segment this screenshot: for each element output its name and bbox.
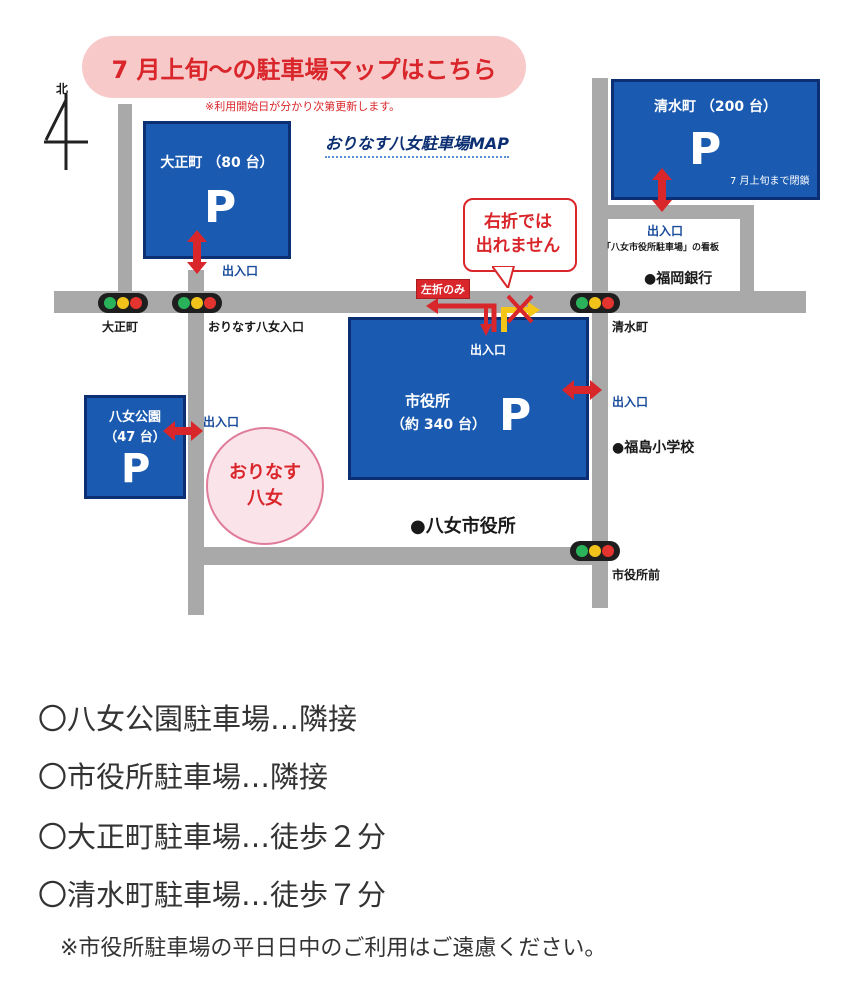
taisho-lot-capacity: （80 台） xyxy=(207,155,274,171)
shimizu-lot-name: 清水町 （200 台） xyxy=(614,96,817,116)
footnote: ※市役所駐車場の平日日中のご利用はご遠慮ください。 xyxy=(60,936,607,961)
shimizu-entrance-label: 出入口 xyxy=(647,224,684,238)
intersection-orinasu-label: おりなす八女入口 xyxy=(208,320,305,334)
landmark-school: ●福島小学校 xyxy=(612,440,695,456)
city-hall-lot-name: 市役所 xyxy=(405,392,451,410)
traffic-signal-icon xyxy=(172,293,222,313)
parking-p-icon: P xyxy=(499,390,532,441)
yame-park-lot-name: 八女公園 xyxy=(108,410,161,425)
shimizu-lot-label: 清水町 xyxy=(654,99,696,115)
shimizu-parking-lot[interactable]: 清水町 （200 台） P 7 月上旬まで閉鎖 xyxy=(611,79,820,200)
taisho-entrance-label: 出入口 xyxy=(222,264,259,278)
signboard-label: 「八女市役所駐車場」の看板 xyxy=(602,243,720,253)
shimizu-lot-capacity: （200 台） xyxy=(700,99,777,115)
shimizu-closed-note: 7 月上旬まで閉鎖 xyxy=(730,176,810,187)
yame-park-parking-lot[interactable]: 八女公園 （47 台） P xyxy=(84,395,186,499)
intersection-shimizu-label: 清水町 xyxy=(612,320,649,334)
compass-icon xyxy=(44,94,88,170)
callout-pointer-icon xyxy=(492,266,516,288)
note-yame-park: 〇八女公園駐車場…隣接 xyxy=(38,702,358,736)
road-taisho-north xyxy=(118,104,132,294)
shimizu-entrance-arrow-icon xyxy=(652,168,672,212)
taisho-parking-lot[interactable]: 大正町 （80 台） P xyxy=(143,121,291,259)
landmark-city-hall: ●八女市役所 xyxy=(410,516,516,537)
parking-p-icon: P xyxy=(121,446,151,492)
no-right-turn-line1: 右折では xyxy=(484,212,552,232)
city-hall-top-entrance-label: 出入口 xyxy=(470,343,507,357)
intersection-city-hall-front-label: 市役所前 xyxy=(612,568,661,582)
taisho-entrance-arrow-icon xyxy=(187,230,207,274)
yame-park-lot-capacity: （47 台） xyxy=(104,430,166,445)
map-title: おりなす八女駐車場MAP xyxy=(325,130,510,158)
banner-subtitle: ※利用開始日が分かり次第更新します。 xyxy=(205,100,401,113)
no-right-turn-line2: 出れません xyxy=(475,236,561,256)
yame-park-entrance-label: 出入口 xyxy=(203,415,240,429)
traffic-signal-icon xyxy=(570,293,620,313)
city-hall-entrance-arrow-icon xyxy=(562,380,602,400)
yame-park-entrance-arrow-icon xyxy=(163,421,203,441)
road-bank-side-top xyxy=(600,205,752,219)
city-hall-parking-lot[interactable]: 市役所 （約 340 台） P xyxy=(348,317,589,480)
intersection-taisho-label: 大正町 xyxy=(102,320,139,334)
parking-p-icon: P xyxy=(689,124,722,175)
orinasu-yame-marker[interactable] xyxy=(206,427,324,545)
road-bank-side-right xyxy=(740,205,754,295)
left-turn-only-label: 左折のみ xyxy=(416,279,470,299)
city-hall-lot-capacity: （約 340 台） xyxy=(391,417,486,433)
traffic-signal-icon xyxy=(98,293,148,313)
compass-north-label: 北 xyxy=(56,82,69,96)
orinasu-line2: 八女 xyxy=(247,488,283,509)
no-right-turn-callout xyxy=(463,198,577,272)
city-hall-right-entrance-label: 出入口 xyxy=(612,395,649,409)
road-south-horizontal xyxy=(190,547,608,565)
taisho-lot-name: 大正町 （80 台） xyxy=(146,152,288,172)
road-orinasu-vertical xyxy=(188,270,204,615)
left-turn-route-icon xyxy=(426,294,540,336)
road-shimizu-vertical xyxy=(592,78,608,608)
parking-p-icon: P xyxy=(204,182,237,233)
taisho-lot-label: 大正町 xyxy=(160,155,203,171)
banner-title: 7 月上旬〜の駐車場マップはこちら xyxy=(111,56,497,84)
note-shimizu: 〇清水町駐車場…徒歩７分 xyxy=(38,878,387,912)
orinasu-line1: おりなす xyxy=(229,462,301,483)
map-banner[interactable] xyxy=(82,36,526,98)
note-city-hall: 〇市役所駐車場…隣接 xyxy=(38,760,329,794)
landmark-bank: ●福岡銀行 xyxy=(644,271,713,287)
note-taisho: 〇大正町駐車場…徒歩２分 xyxy=(38,820,387,854)
traffic-signal-icon xyxy=(570,541,620,561)
